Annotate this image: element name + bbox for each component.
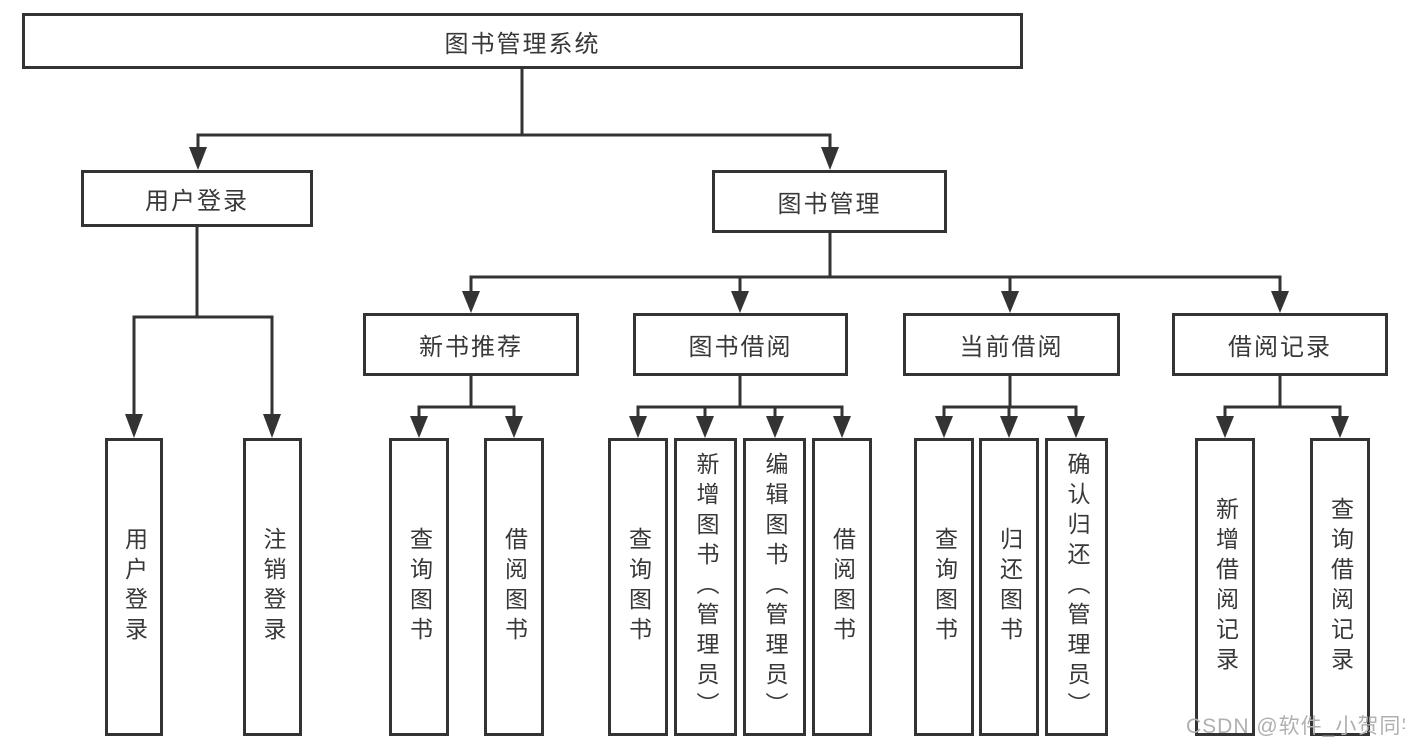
leaf-borrow-books: 借阅图书 (812, 438, 872, 736)
node-user-login: 用户登录 (81, 170, 313, 227)
node-new-book-recommendation: 新书推荐 (363, 313, 579, 376)
csdn-watermark: CSDN @软件_小贺同学 (1186, 715, 1405, 738)
leaf-add-borrow-record: 新增借阅记录 (1195, 438, 1255, 736)
leaf-confirm-return-admin: 确认归还（管理员） (1045, 438, 1108, 736)
leaf-logout-login: 注销登录 (243, 438, 302, 736)
leaf-user-login: 用户登录 (105, 438, 163, 736)
node-book-management: 图书管理 (712, 170, 947, 233)
leaf-return-books: 归还图书 (979, 438, 1039, 736)
leaf-add-books-admin: 新增图书（管理员） (674, 438, 737, 736)
node-library-management-system: 图书管理系统 (22, 13, 1023, 69)
node-borrowing-records: 借阅记录 (1172, 313, 1388, 376)
leaf-borrow-books-recommend: 借阅图书 (484, 438, 544, 736)
leaf-query-books-borrow: 查询图书 (608, 438, 668, 736)
node-current-borrowing: 当前借阅 (903, 313, 1120, 376)
leaf-query-borrow-record: 查询借阅记录 (1310, 438, 1370, 736)
leaf-query-books-recommend: 查询图书 (389, 438, 449, 736)
node-book-borrowing: 图书借阅 (633, 313, 848, 376)
arrowheads (125, 147, 1349, 438)
leaf-query-books-current: 查询图书 (914, 438, 974, 736)
leaf-edit-books-admin: 编辑图书（管理员） (743, 438, 806, 736)
